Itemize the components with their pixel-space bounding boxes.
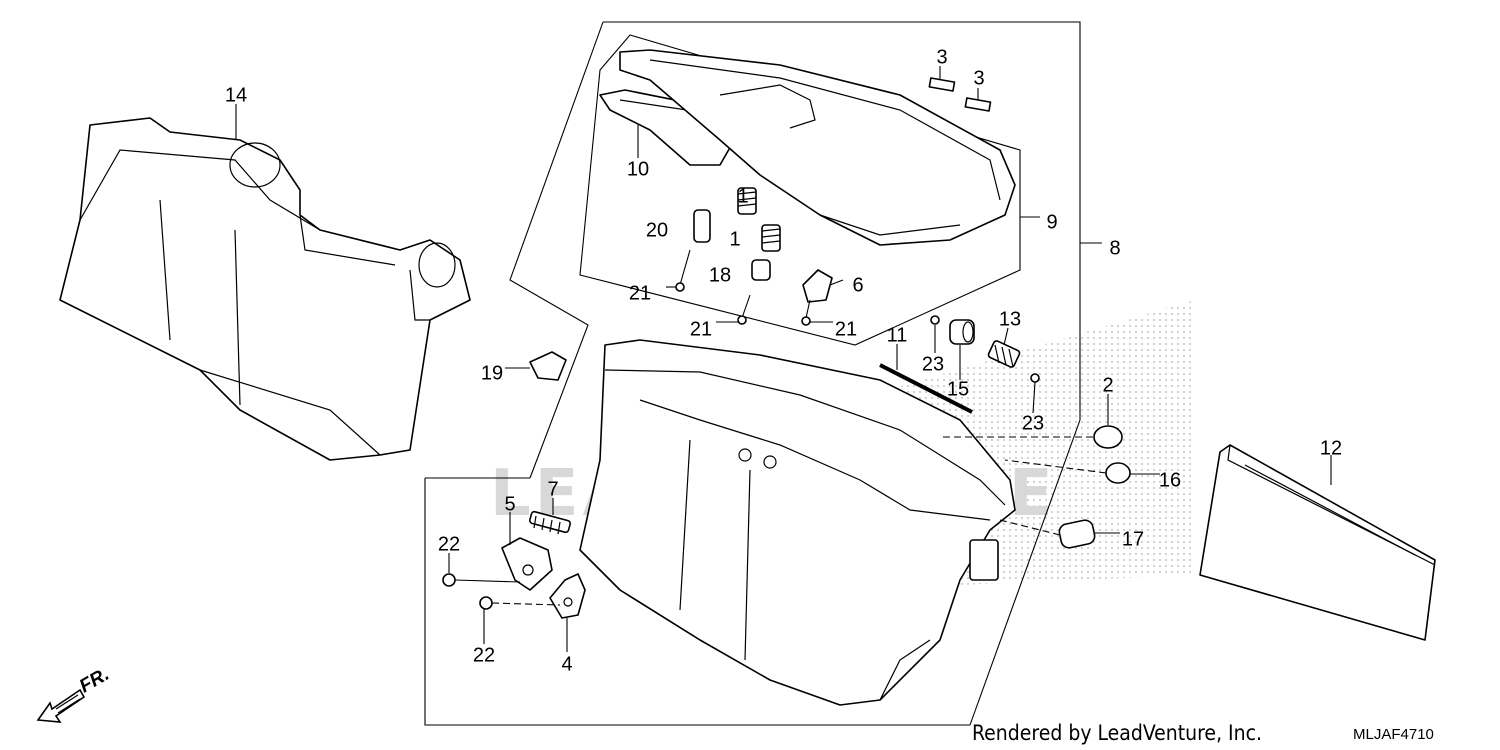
frame-8-left	[509, 21, 604, 479]
frame-9	[579, 34, 1021, 346]
part-21-screws	[675, 249, 811, 326]
callout-17: 17	[1122, 528, 1144, 550]
callout-18: 18	[709, 264, 731, 286]
callout-16: 16	[1159, 469, 1181, 491]
callout-2: 2	[1102, 374, 1113, 396]
part-2-grommet	[1093, 425, 1123, 449]
part-17-rubber	[1058, 519, 1096, 549]
callout-6: 6	[852, 274, 863, 296]
callout-1: 1	[729, 228, 740, 250]
part-16-grommet	[1105, 462, 1131, 484]
part-22-screws	[442, 573, 561, 610]
frame-8-right	[969, 419, 1081, 726]
callout-22: 22	[473, 644, 495, 666]
callout-14: 14	[225, 84, 247, 106]
callout-4: 4	[561, 653, 572, 675]
callout-22: 22	[438, 533, 460, 555]
callout-8: 8	[1109, 237, 1120, 259]
callout-12: 12	[1320, 437, 1342, 459]
callout-21: 21	[690, 318, 712, 340]
part-3-label-b	[964, 97, 992, 112]
part-13-torsion-spring	[987, 340, 1021, 368]
part-9-lid-outer	[619, 49, 1016, 246]
rendered-by-credit: Rendered by LeadVenture, Inc.	[972, 721, 1262, 745]
part-6-latch-plate	[802, 269, 833, 303]
callout-20: 20	[646, 219, 668, 241]
callout-3: 3	[973, 67, 984, 89]
callout-3: 3	[936, 46, 947, 68]
callout-21: 21	[835, 318, 857, 340]
callout-1: 1	[737, 185, 748, 207]
callout-23: 23	[922, 353, 944, 375]
part-4-latch-hook	[549, 573, 586, 619]
part-18-bushing	[751, 259, 771, 281]
part-23-clip-a	[930, 315, 940, 325]
drawing-code: MLJAF4710	[1353, 726, 1434, 743]
part-11-rod	[879, 363, 973, 414]
callout-7: 7	[547, 478, 558, 500]
callout-9: 9	[1046, 211, 1057, 233]
assembly-frames	[424, 21, 1081, 726]
part-15-roller	[949, 319, 975, 345]
frame-8-upper	[603, 21, 1081, 420]
callout-15: 15	[947, 378, 969, 400]
callout-11: 11	[887, 324, 908, 346]
callout-23: 23	[1022, 412, 1044, 434]
callout-5: 5	[504, 493, 515, 515]
front-direction-arrow: FR.	[36, 664, 113, 723]
part-7-spring	[529, 510, 571, 535]
callout-19: 19	[481, 362, 503, 384]
part-5-latch-lever	[501, 537, 553, 591]
part-12-panel	[1199, 444, 1436, 641]
callout-21: 21	[629, 282, 651, 304]
part-1-spring-lower	[761, 224, 781, 252]
leader-lines	[235, 66, 1332, 652]
part-8-luggage-box	[579, 339, 1016, 706]
part-19-plate	[529, 351, 567, 381]
callout-10: 10	[627, 158, 649, 180]
part-23-clip-b	[1030, 373, 1040, 383]
part-14-side-cover	[59, 117, 471, 461]
part-20-collar	[693, 209, 711, 243]
frame-lower	[424, 478, 970, 726]
part-3-label-a	[928, 77, 956, 92]
part-1-spring-upper	[737, 187, 757, 215]
callout-13: 13	[999, 308, 1021, 330]
